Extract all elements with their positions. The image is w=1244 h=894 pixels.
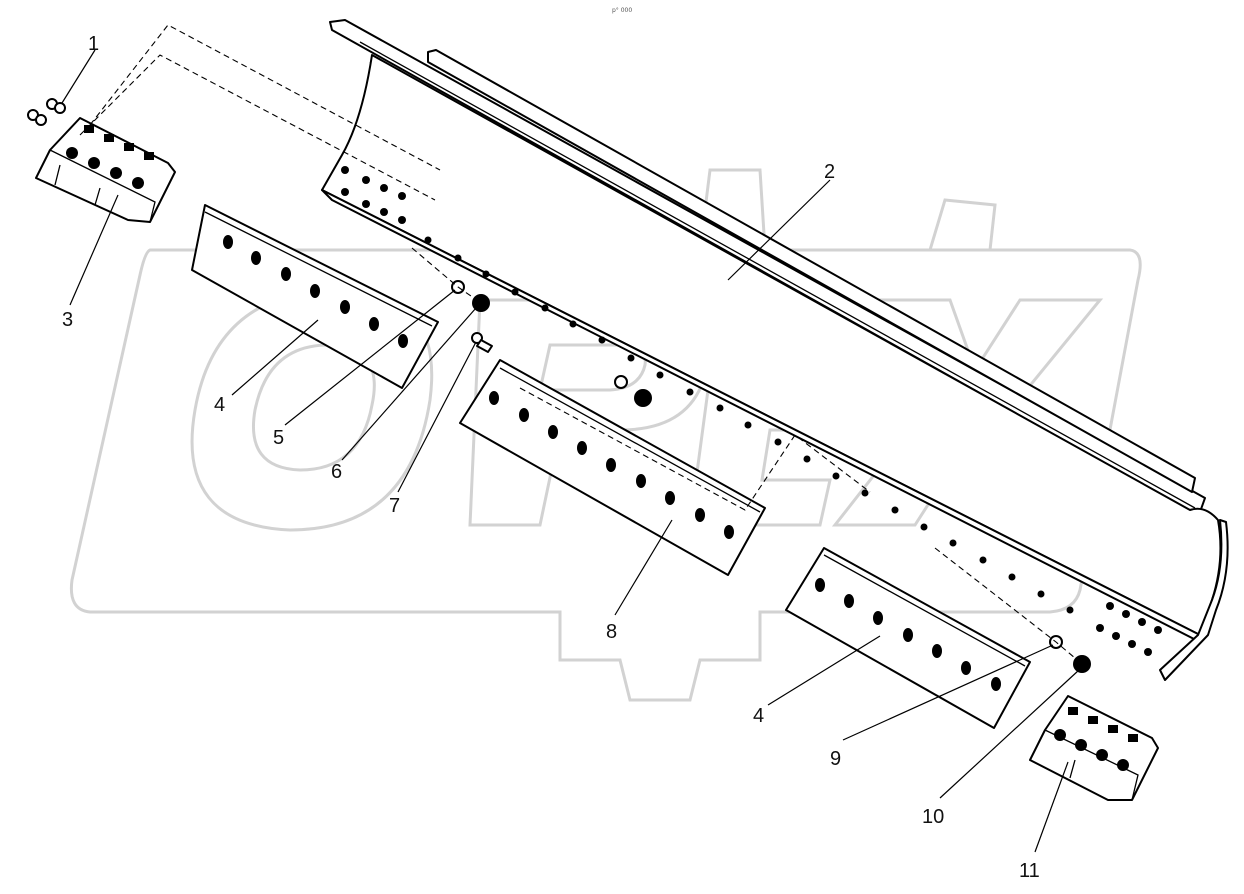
header-caption: p° 000 [612,7,632,14]
blade-hole [511,288,519,296]
callout-6: 6 [331,461,342,483]
blade-hole [949,539,957,547]
blade-hole [380,184,388,192]
blade-hole [920,523,928,531]
nut-part-10 [1073,655,1091,673]
blade-hole [891,506,899,514]
blade-hole [1128,640,1136,648]
blade-hole [1122,610,1130,618]
blade-hole [398,216,406,224]
blade-hole [716,404,724,412]
blade-hole [1008,573,1016,581]
blade-hole [1154,626,1162,634]
cutting-edge-8-holes [489,391,734,539]
callout-8: 8 [606,621,617,643]
bolt-head [54,102,66,114]
blade-hole [1096,624,1104,632]
blade-hole [362,176,370,184]
callout-4a: 4 [214,394,225,416]
callout-5: 5 [273,427,284,449]
callout-11: 11 [1019,860,1040,882]
blade-hole [341,166,349,174]
blade-hole [744,421,752,429]
blade-hole [1106,602,1114,610]
blade-hole [1037,590,1045,598]
blade-hole [627,354,635,362]
blade-hole [1066,606,1074,614]
blade-hole [1112,632,1120,640]
callout-2: 2 [824,161,835,183]
cutting-edge-4b-holes [815,578,1001,691]
callout-4b: 4 [753,705,764,727]
blade-washer [614,375,628,389]
blade-hole [774,438,782,446]
bolt-head [35,114,47,126]
blade-hole [380,208,388,216]
end-plate-right-holes [1054,707,1138,771]
cutting-edge-part-8 [459,359,766,576]
blade-hole [656,371,664,379]
end-plate-right-body [1029,695,1159,801]
blade-hole [424,236,432,244]
blade-hole [398,192,406,200]
blade-hole [803,455,811,463]
blade-rear-rail [427,49,1196,493]
blade-hole [454,254,462,262]
end-plate-part-11 [1029,695,1159,801]
blade-part-2 [321,19,1229,681]
leader-lines [61,49,1080,853]
blade-hole [861,489,869,497]
end-plate-left-body [35,117,176,223]
blade-hole [541,304,549,312]
blade-holes [341,166,1162,656]
blade-hole [686,388,694,396]
cutting-edge-4a-holes [223,235,408,348]
cutting-edge-part-4b [785,547,1031,729]
blade-end-cap [1159,519,1229,681]
blade-face [321,54,1222,636]
callout-labels: 1 2 3 4 5 6 7 8 4 9 10 11 [62,33,1040,882]
blade-hole [482,270,490,278]
blade-hole [1138,618,1146,626]
callout-10: 10 [922,806,944,828]
assembly-dashed-lines [79,24,1083,665]
end-plate-left-holes [66,125,154,189]
callout-9: 9 [830,748,841,770]
bolt-part-7 [471,332,493,353]
blade-hole [832,472,840,480]
cutting-edge-part-4a [191,204,439,389]
end-plate-part-3 [35,117,176,223]
blade-hole [1144,648,1152,656]
callout-3: 3 [62,309,73,331]
blade-hole [341,188,349,196]
watermark-gear [69,248,1142,702]
nut-part-6 [472,294,490,312]
blade-hole [362,200,370,208]
bolts-part-1 [27,98,66,126]
callout-1: 1 [88,33,99,55]
blade-hole [979,556,987,564]
blade-hole [569,320,577,328]
end-plate-left-edge [49,149,156,223]
blade-nut [634,389,652,407]
callout-7: 7 [389,495,400,517]
blade-hole [598,336,606,344]
